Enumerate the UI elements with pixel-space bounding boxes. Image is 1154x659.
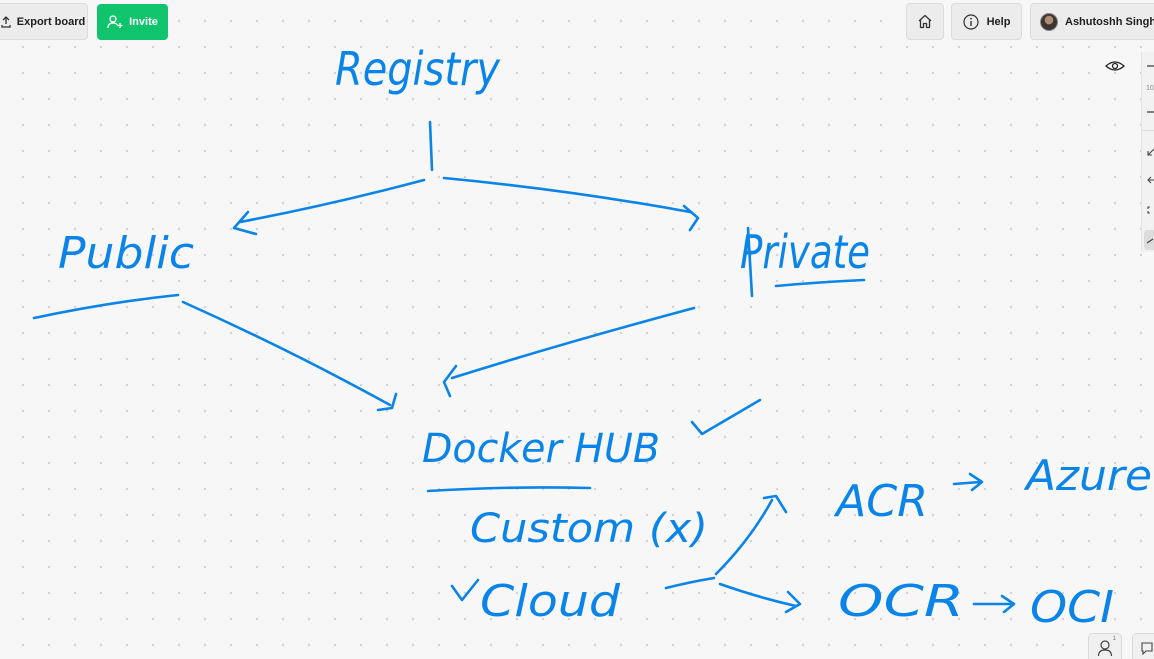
- user-icon: [1097, 640, 1113, 657]
- participants-button[interactable]: 1: [1088, 633, 1122, 659]
- zoom-in-button[interactable]: [1146, 58, 1154, 74]
- stroke-registry-stem: [428, 120, 434, 172]
- participants-count: 1: [1112, 636, 1116, 642]
- fullscreen-icon: [1147, 206, 1150, 214]
- export-board-label: Export board: [16, 15, 86, 28]
- label-registry: Registry: [335, 42, 501, 96]
- home-button[interactable]: [906, 3, 944, 40]
- eye-icon: [1105, 61, 1125, 71]
- add-user-icon: [107, 15, 123, 29]
- arrow-private-to-dockerhub: [442, 306, 696, 398]
- label-private: Private: [740, 225, 870, 279]
- fit-icon: [1147, 148, 1154, 156]
- user-menu-button[interactable]: Ashutoshh Singh: [1030, 3, 1154, 40]
- home-icon: [918, 14, 932, 29]
- avatar: [1040, 12, 1058, 31]
- label-oci: OCI: [1030, 582, 1114, 633]
- checkmark-docker-hub: [690, 398, 762, 436]
- arrow-cloud-to-ocr: [718, 582, 802, 614]
- side-toolbar: 10: [1141, 52, 1154, 252]
- underline-private: [774, 278, 866, 288]
- label-cloud: Cloud: [480, 576, 621, 627]
- invite-button[interactable]: Invite: [97, 4, 168, 40]
- arrow-registry-to-public: [232, 178, 426, 236]
- invite-label: Invite: [129, 16, 158, 28]
- arrow-registry-to-private: [442, 176, 700, 232]
- arrow-acr-to-azure: [952, 472, 984, 492]
- arrow-public-to-dockerhub: [181, 300, 398, 412]
- export-icon: [1, 15, 11, 28]
- arrow-ocr-to-oci: [972, 594, 1016, 614]
- stroke-cloud-branch: [664, 576, 716, 590]
- chat-icon: [1141, 642, 1153, 655]
- pen-icon: [1146, 238, 1154, 244]
- export-board-button[interactable]: Export board: [0, 3, 88, 40]
- label-ocr: OCR: [838, 576, 964, 627]
- fit-button[interactable]: [1146, 144, 1154, 160]
- pen-tool-button[interactable]: [1144, 230, 1154, 250]
- info-icon: [962, 13, 979, 30]
- user-name: Ashutoshh Singh: [1065, 15, 1154, 28]
- arrow-cloud-to-acr: [714, 494, 788, 576]
- checkmark-cloud: [450, 578, 480, 602]
- help-button[interactable]: Help: [951, 3, 1022, 40]
- zoom-level: 10: [1146, 85, 1154, 92]
- fullscreen-button[interactable]: [1146, 202, 1154, 218]
- zoom-out-button[interactable]: [1146, 104, 1154, 120]
- label-docker-hub: Docker HUB: [422, 426, 660, 472]
- stroke-private-stem: [746, 226, 754, 298]
- underline-docker-hub: [426, 486, 592, 493]
- divider: [1142, 130, 1154, 131]
- label-azure: Azure: [1023, 451, 1152, 500]
- label-public: Public: [58, 228, 194, 279]
- back-arrow-icon: [1147, 176, 1154, 184]
- underline-public: [32, 293, 180, 320]
- zoom-in-icon: [1147, 65, 1154, 67]
- chat-button[interactable]: [1132, 633, 1154, 659]
- label-custom: Custom (x): [470, 506, 708, 552]
- view-mode-button[interactable]: [1102, 54, 1128, 78]
- back-button[interactable]: [1146, 172, 1154, 188]
- help-label: Help: [986, 15, 1011, 28]
- label-acr: ACR: [833, 476, 928, 527]
- zoom-out-icon: [1147, 111, 1154, 113]
